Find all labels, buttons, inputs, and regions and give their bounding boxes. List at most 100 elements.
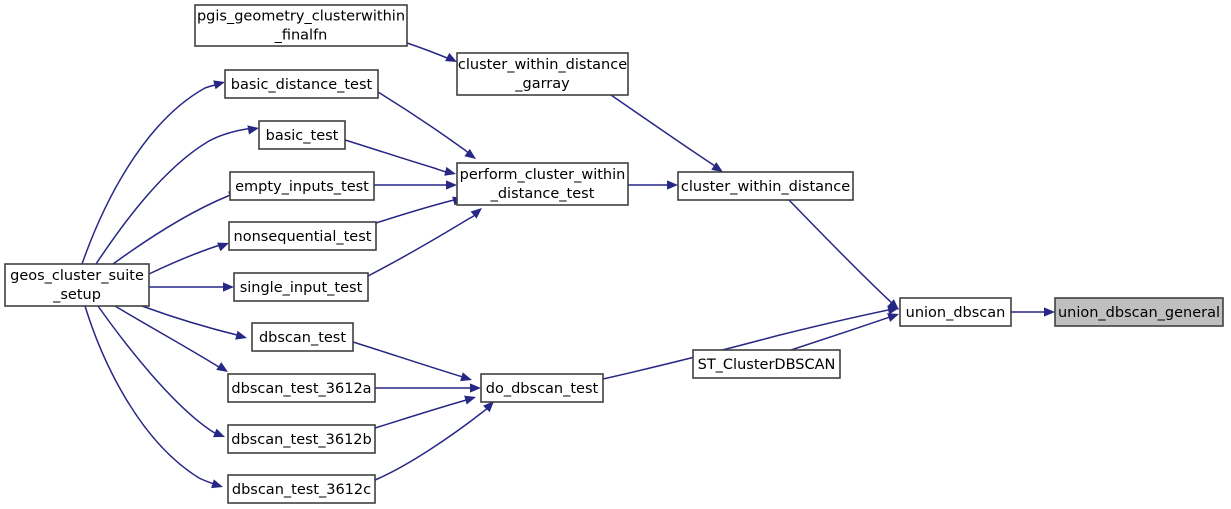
arrowhead-e12 (464, 148, 476, 159)
node-label-union_dbscan: union_dbscan (906, 305, 1006, 321)
node-ST_ClusterDBSCAN[interactable]: ST_ClusterDBSCAN (692, 349, 841, 379)
node-box-basic_test[interactable] (258, 120, 346, 150)
edge-pgis_geometry_clusterwithin_finalfn-to-cluster_within_distance_garray (406, 42, 453, 61)
node-label2-cluster_within_distance_garray: _garray (514, 76, 570, 92)
arrowhead-e4 (247, 125, 259, 135)
edge-geos_cluster_suite_setup-to-nonsequential_test (148, 243, 224, 275)
arrowhead-e19 (460, 372, 472, 382)
node-box-dbscan_test[interactable] (251, 322, 354, 352)
node-single_input_test[interactable]: single_input_test (233, 272, 369, 302)
node-box-pgis_geometry_clusterwithin_finalfn[interactable] (194, 4, 408, 47)
node-label-nonsequential_test: nonsequential_test (234, 229, 372, 245)
arrowhead-e2 (711, 162, 723, 172)
node-label-perform_cluster_within_distance_test: perform_cluster_within (460, 167, 626, 183)
node-box-single_input_test[interactable] (233, 272, 369, 302)
node-box-dbscan_test_3612b[interactable] (227, 424, 376, 454)
edge-geos_cluster_suite_setup-to-dbscan_test_3612c (84, 305, 218, 486)
node-dbscan_test[interactable]: dbscan_test (251, 322, 354, 352)
node-label-geos_cluster_suite_setup: geos_cluster_suite (10, 268, 144, 284)
arrowhead-e24 (887, 313, 899, 322)
node-label-empty_inputs_test: empty_inputs_test (235, 179, 369, 195)
node-label2-geos_cluster_suite_setup: _setup (52, 287, 101, 303)
node-box-dbscan_test_3612c[interactable] (227, 474, 376, 504)
node-label-basic_test: basic_test (266, 128, 339, 144)
node-label-cluster_within_distance_garray: cluster_within_distance (458, 57, 627, 73)
node-label-dbscan_test: dbscan_test (259, 330, 346, 346)
node-label-union_dbscan_general: union_dbscan_general (1058, 305, 1220, 321)
arrowhead-e10 (213, 428, 225, 438)
node-box-cluster_within_distance_garray[interactable] (456, 52, 629, 96)
edge-geos_cluster_suite_setup-to-basic_test (95, 127, 254, 265)
arrowhead-e17 (667, 180, 678, 190)
node-box-union_dbscan[interactable] (899, 297, 1012, 327)
edge-cluster_within_distance_garray-to-cluster_within_distance (610, 94, 719, 169)
node-box-nonsequential_test[interactable] (228, 221, 377, 251)
node-box-geos_cluster_suite_setup[interactable] (4, 263, 150, 307)
edge-cluster_within_distance-to-union_dbscan (788, 199, 894, 305)
node-label-ST_ClusterDBSCAN: ST_ClusterDBSCAN (698, 357, 836, 373)
node-union_dbscan[interactable]: union_dbscan (899, 297, 1012, 327)
node-box-empty_inputs_test[interactable] (229, 171, 375, 201)
node-label-pgis_geometry_clusterwithin_finalfn: pgis_geometry_clusterwithin (197, 9, 405, 25)
edge-geos_cluster_suite_setup-to-empty_inputs_test (112, 192, 236, 265)
arrowhead-e14 (446, 180, 457, 190)
arrowhead-e18 (887, 299, 899, 310)
arrowhead-e23 (887, 305, 899, 315)
node-label-dbscan_test_3612a: dbscan_test_3612a (231, 381, 371, 397)
edge-single_input_test-to-perform_cluster_within_distance_test (367, 212, 478, 277)
node-dbscan_test_3612a[interactable]: dbscan_test_3612a (227, 373, 376, 403)
node-label-dbscan_test_3612c: dbscan_test_3612c (232, 482, 371, 498)
arrowhead-e11 (211, 479, 223, 489)
arrowhead-e7 (223, 282, 234, 292)
node-union_dbscan_general[interactable]: union_dbscan_general (1054, 297, 1224, 327)
edge-layer (81, 42, 1049, 486)
node-label-basic_distance_test: basic_distance_test (231, 77, 373, 93)
node-box-ST_ClusterDBSCAN[interactable] (692, 349, 841, 379)
node-cluster_within_distance[interactable]: cluster_within_distance (677, 171, 854, 201)
arrowhead-e16 (470, 208, 482, 219)
node-box-union_dbscan_general[interactable] (1054, 297, 1224, 327)
arrowhead-e1 (445, 52, 457, 62)
node-box-do_dbscan_test[interactable] (480, 373, 604, 403)
node-box-cluster_within_distance[interactable] (677, 171, 854, 201)
edge-geos_cluster_suite_setup-to-basic_distance_test (81, 83, 220, 265)
arrowhead-e20 (470, 383, 481, 393)
arrowhead-e6 (217, 242, 229, 252)
edge-ST_ClusterDBSCAN-to-union_dbscan (790, 315, 894, 351)
node-empty_inputs_test[interactable]: empty_inputs_test (229, 171, 375, 201)
edge-dbscan_test-to-do_dbscan_test (352, 341, 467, 379)
node-cluster_within_distance_garray[interactable]: cluster_within_distance _garray (456, 52, 629, 96)
arrowhead-e25 (1044, 307, 1055, 317)
node-do_dbscan_test[interactable]: do_dbscan_test (480, 373, 604, 403)
edge-basic_test-to-perform_cluster_within_distance_test (344, 139, 451, 174)
node-geos_cluster_suite_setup[interactable]: geos_cluster_suite _setup (4, 263, 150, 307)
node-box-basic_distance_test[interactable] (224, 69, 379, 99)
node-label2-perform_cluster_within_distance_test: _distance_test (490, 186, 595, 202)
node-basic_test[interactable]: basic_test (258, 120, 346, 150)
node-label2-pgis_geometry_clusterwithin_finalfn: _finalfn (274, 28, 328, 44)
node-label-dbscan_test_3612b: dbscan_test_3612b (231, 432, 371, 448)
node-box-perform_cluster_within_distance_test[interactable] (456, 162, 629, 206)
edge-dbscan_test_3612c-to-do_dbscan_test (374, 403, 492, 481)
node-pgis_geometry_clusterwithin_finalfn[interactable]: pgis_geometry_clusterwithin _finalfn (194, 4, 408, 47)
node-dbscan_test_3612c[interactable]: dbscan_test_3612c (227, 474, 376, 504)
arrowhead-e22 (483, 401, 494, 413)
edge-dbscan_test_3612b-to-do_dbscan_test (374, 398, 471, 429)
node-box-dbscan_test_3612a[interactable] (227, 373, 376, 403)
arrowhead-e8 (235, 330, 247, 340)
node-label-do_dbscan_test: do_dbscan_test (486, 381, 599, 397)
node-layer: pgis_geometry_clusterwithin _finalfnbasic… (4, 4, 1224, 504)
edge-basic_distance_test-to-perform_cluster_within_distance_test (377, 91, 471, 156)
edge-nonsequential_test-to-perform_cluster_within_distance_test (375, 198, 459, 224)
node-dbscan_test_3612b[interactable]: dbscan_test_3612b (227, 424, 376, 454)
node-basic_distance_test[interactable]: basic_distance_test (224, 69, 379, 99)
node-perform_cluster_within_distance_test[interactable]: perform_cluster_within _distance_test (456, 162, 629, 206)
node-label-cluster_within_distance: cluster_within_distance (681, 179, 850, 195)
arrowhead-e21 (464, 395, 476, 405)
edge-do_dbscan_test-to-union_dbscan (602, 308, 894, 380)
arrowhead-e9 (216, 362, 228, 372)
node-nonsequential_test[interactable]: nonsequential_test (228, 221, 377, 251)
node-label-single_input_test: single_input_test (240, 280, 363, 296)
edge-geos_cluster_suite_setup-to-dbscan_test (141, 305, 242, 337)
